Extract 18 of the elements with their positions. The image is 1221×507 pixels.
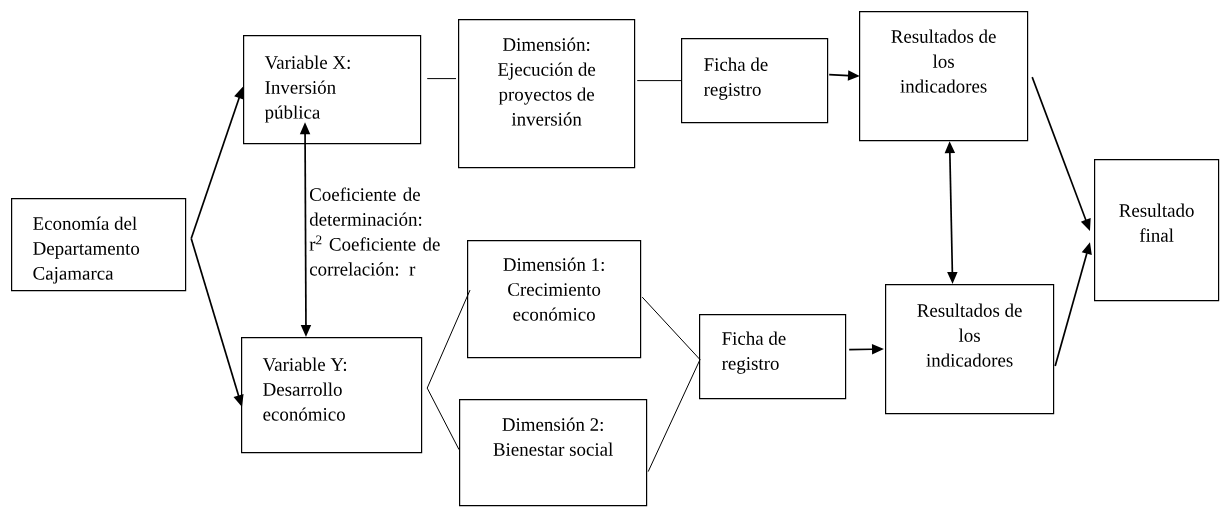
edge-label: Coeficiente de determinación: r$^{2}$ Coeficiente de correlación: r	[308, 186, 461, 277]
connector-line	[426, 387, 460, 451]
process-box: Variable X: Inversión pública	[243, 35, 422, 145]
connector-line	[647, 359, 701, 473]
process-box: Ficha de registro	[681, 38, 829, 124]
connector-line	[426, 289, 471, 389]
process-box: Dimensión 1: Crecimiento económico	[467, 240, 642, 359]
process-box: Ficha de registro	[699, 314, 847, 400]
process-box: Dimensión: Ejecución de proyectos de inversión	[458, 19, 636, 169]
process-box: Resultado final	[1094, 159, 1220, 302]
process-box: Resultados de los indicadores	[859, 11, 1029, 142]
connector-line	[641, 296, 701, 361]
connector-line	[636, 80, 682, 82]
process-box: Resultados de los indicadores	[885, 284, 1055, 415]
process-box: Variable Y: Desarrollo económico	[241, 337, 423, 454]
process-box: Dimensión 2: Bienestar social	[459, 399, 648, 507]
connector-line	[426, 78, 457, 80]
process-box: Economía del Departamento Cajamarca	[11, 198, 187, 292]
